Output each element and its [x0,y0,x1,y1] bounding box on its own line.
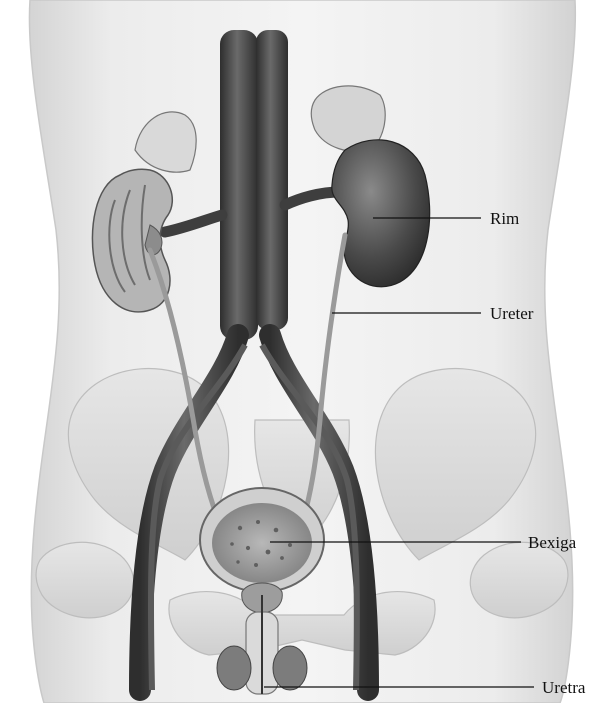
vena-cava-upper [256,30,288,330]
left-testis [217,646,251,690]
bladder-lumen [212,503,312,583]
bladder [200,488,324,592]
ureter-label: Ureter [490,304,534,323]
aorta-upper [220,30,258,340]
bladder-label: Bexiga [528,533,577,552]
right-testis [273,646,307,690]
kidney-label: Rim [490,209,519,228]
urethra-label: Uretra [542,678,586,697]
